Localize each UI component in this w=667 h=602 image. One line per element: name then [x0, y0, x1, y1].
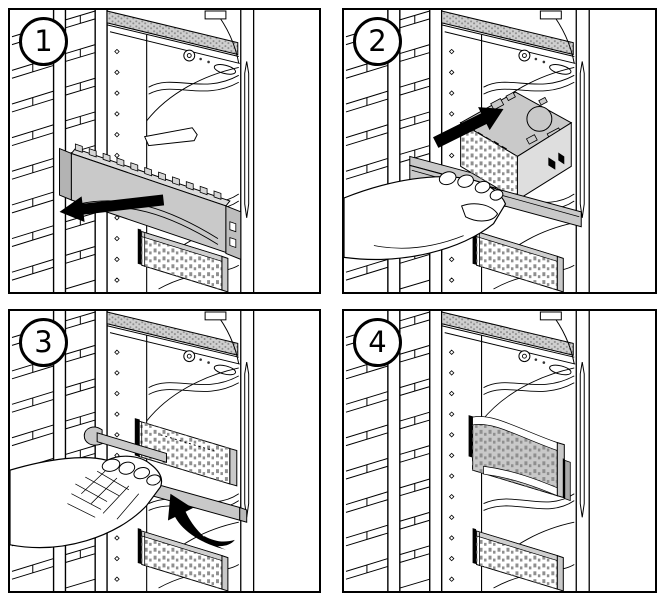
drive-connector: [548, 152, 565, 170]
spindle-motor: [526, 105, 553, 132]
step-1-number: 1: [34, 24, 53, 58]
step-4-badge: 4: [353, 318, 402, 367]
step-panel-4: 4: [342, 309, 657, 593]
step-4-number: 4: [368, 325, 387, 359]
lower-bay-drive: [472, 527, 564, 591]
bay-guide-rail: [143, 127, 198, 147]
step-panel-1: 1: [8, 8, 321, 294]
hand: [344, 171, 507, 260]
step-1-illustration: [11, 10, 255, 292]
hand: [10, 455, 163, 549]
step-4-illustration: [345, 311, 590, 591]
step-3-badge: 3: [19, 318, 68, 367]
step-panel-3: 3: [8, 309, 321, 593]
arrow-rotate-icon: [167, 493, 235, 550]
step-2-number: 2: [368, 24, 387, 58]
step-2-illustration: [344, 10, 590, 292]
lower-bay-drive: [137, 527, 229, 591]
step-3-illustration: [10, 311, 255, 591]
step-2-badge: 2: [353, 17, 402, 66]
step-1-badge: 1: [19, 17, 68, 66]
step-panel-2: 2: [342, 8, 657, 294]
step-3-number: 3: [34, 325, 53, 359]
arrow-in-icon: [433, 107, 504, 148]
installed-drive: [468, 415, 571, 502]
arrow-out-icon: [59, 194, 165, 222]
lower-bay-drive: [472, 228, 564, 292]
